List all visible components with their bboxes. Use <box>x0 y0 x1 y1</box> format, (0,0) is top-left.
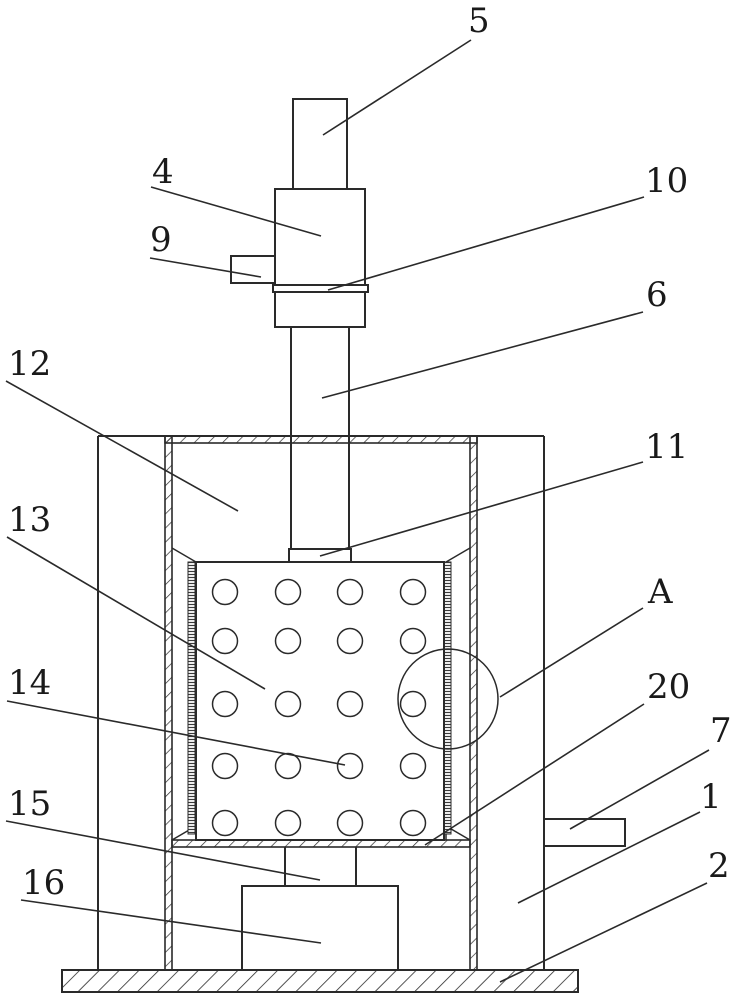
flange-ring <box>272 284 369 293</box>
perforation-hole <box>274 578 302 606</box>
perforated-basket <box>195 561 445 841</box>
leader-10 <box>327 196 645 291</box>
leader-lines <box>5 39 710 983</box>
perforation-hole <box>399 809 427 837</box>
perforation-hole <box>274 809 302 837</box>
lower-drive-box <box>241 885 399 971</box>
leader-16 <box>20 899 322 944</box>
label-4: 4 <box>152 152 174 192</box>
leader-1 <box>517 811 701 904</box>
perforation-hole <box>399 627 427 655</box>
label-16: 16 <box>22 863 65 903</box>
leader-2 <box>499 882 708 983</box>
side-port <box>230 255 276 284</box>
perforation-hole <box>399 752 427 780</box>
perforation-hole <box>336 690 364 718</box>
leader-20 <box>424 703 645 846</box>
left-strip <box>187 561 196 835</box>
motor-top <box>292 98 348 190</box>
label-7: 7 <box>710 711 732 751</box>
perforation-hole <box>211 627 239 655</box>
outlet-pipe <box>543 818 626 847</box>
label-5: 5 <box>468 1 490 41</box>
label-12: 12 <box>8 344 51 384</box>
leader-4 <box>150 186 322 237</box>
perforation-hole <box>211 690 239 718</box>
label-9: 9 <box>150 220 172 260</box>
label-15: 15 <box>8 784 51 824</box>
label-6: 6 <box>646 275 668 315</box>
support-posts <box>284 847 357 886</box>
leader-13 <box>6 536 266 690</box>
perforation-hole <box>399 578 427 606</box>
perforation-hole <box>336 578 364 606</box>
reference-numerals: 5 4 10 9 6 12 11 13 A 14 20 7 15 1 16 2 <box>8 1 732 903</box>
perforation-hole <box>274 690 302 718</box>
motor-body <box>274 188 366 328</box>
label-2: 2 <box>708 846 730 886</box>
leader-11 <box>319 461 644 557</box>
leader-12 <box>5 380 239 512</box>
detail-circle-a <box>397 648 499 750</box>
leader-A <box>499 607 644 698</box>
label-14: 14 <box>8 663 51 703</box>
label-11: 11 <box>645 427 688 467</box>
perforation-hole <box>211 578 239 606</box>
leader-6 <box>321 311 644 399</box>
leader-7 <box>569 749 710 830</box>
drive-shaft <box>290 327 350 549</box>
leader-15 <box>5 820 321 881</box>
label-13: 13 <box>8 500 51 540</box>
label-20: 20 <box>647 667 690 707</box>
right-strip <box>443 561 452 835</box>
perforation-hole <box>336 627 364 655</box>
label-10: 10 <box>645 161 688 201</box>
inner-chamber <box>164 435 478 971</box>
leader-5 <box>322 39 472 136</box>
perforation-hole <box>211 752 239 780</box>
perforation-hole <box>274 752 302 780</box>
perforation-holes <box>211 578 427 837</box>
label-1: 1 <box>700 777 722 817</box>
leader-14 <box>6 700 346 766</box>
perforation-hole <box>399 690 427 718</box>
perforation-hole <box>211 809 239 837</box>
leader-9 <box>149 257 262 278</box>
perforation-hole <box>274 627 302 655</box>
perforation-hole <box>336 809 364 837</box>
perforation-hole <box>336 752 364 780</box>
label-A: A <box>647 572 673 612</box>
